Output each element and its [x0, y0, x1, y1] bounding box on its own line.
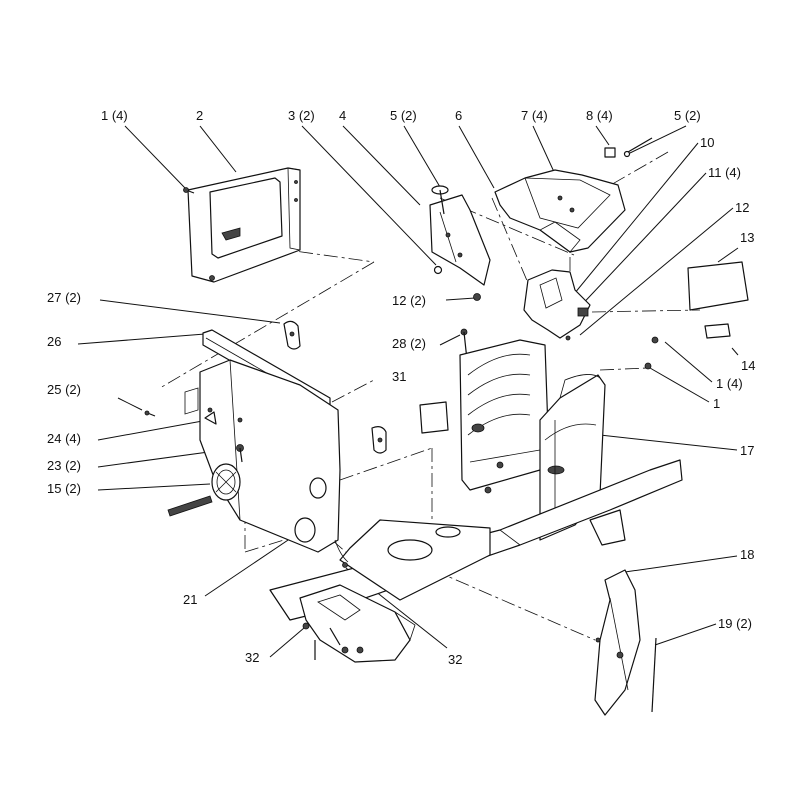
callout-24-4: 24 (4): [47, 431, 81, 446]
leader-11-4: [574, 172, 707, 313]
part-10-bracket: [523, 269, 591, 341]
leader-26: [77, 333, 206, 345]
phantom-line: [331, 379, 375, 403]
callout-21: 21: [183, 592, 197, 607]
part-8-clip: [604, 147, 616, 158]
callout-12-right: 12: [735, 200, 749, 215]
part-21-front-panel: [184, 359, 341, 553]
leader-5-2-left: [403, 125, 441, 188]
callout-13: 13: [740, 230, 754, 245]
part-15-cable: [167, 495, 213, 517]
leader-4: [342, 125, 421, 206]
part-14-decal: [704, 323, 731, 339]
leader-10: [564, 142, 699, 306]
leader-25-2: [117, 397, 143, 411]
part-27-bracket-lower: [371, 426, 387, 454]
part-27-bracket: [283, 320, 301, 350]
callout-2: 2: [196, 108, 203, 123]
phantom-line: [339, 447, 433, 481]
callout-labels: 1 (4) 2 3 (2) 4 5 (2) 6 7 (4) 8 (4) 5 (2…: [47, 108, 755, 667]
part-12-nut-left: [473, 293, 481, 301]
part-5-bolt-right: [623, 137, 653, 158]
part-5-bolt-left: [431, 185, 449, 215]
leader-1-right: [649, 367, 710, 403]
callout-6: 6: [455, 108, 462, 123]
callout-17: 17: [740, 443, 754, 458]
callout-28-2: 28 (2): [392, 336, 426, 351]
callout-32-left: 32: [245, 650, 259, 665]
leader-1-4-right: [664, 341, 713, 383]
part-23-bolt: [236, 444, 244, 463]
part-25-screw: [144, 410, 156, 417]
leader-27-2: [99, 299, 281, 324]
part-6-dash-tray: [494, 169, 626, 253]
leader-14: [731, 347, 739, 356]
dash-console: [459, 339, 549, 491]
leader-2: [199, 125, 237, 173]
part-13-decal: [687, 261, 749, 311]
phantom-line: [159, 261, 375, 389]
leader-8-4: [595, 125, 610, 146]
callout-5-2-left: 5 (2): [390, 108, 417, 123]
part-3-nut: [433, 265, 443, 275]
callout-1-4: 1 (4): [101, 108, 128, 123]
leader-15-2: [97, 483, 211, 491]
leader-28-2: [439, 334, 461, 346]
part-2-hood-panel: [187, 167, 301, 283]
callout-26: 26: [47, 334, 61, 349]
leader-24-4: [97, 419, 209, 441]
part-4-bracket: [429, 194, 491, 286]
leader-21: [204, 531, 301, 597]
callout-10: 10: [700, 135, 714, 150]
callout-8-4: 8 (4): [586, 108, 613, 123]
callout-25-2: 25 (2): [47, 382, 81, 397]
callout-14: 14: [741, 358, 755, 373]
callout-19-2: 19 (2): [718, 616, 752, 631]
part-31-decal: [419, 401, 449, 434]
leader-32-left: [269, 627, 305, 658]
callout-18: 18: [740, 547, 754, 562]
part-32-clip-left: [302, 622, 310, 630]
part-15-headlight: [211, 463, 241, 501]
part-32-clip-right: [334, 539, 349, 568]
part-1-screw-right: [644, 336, 659, 370]
callout-1-4-right: 1 (4): [716, 376, 743, 391]
callout-1-right: 1: [713, 396, 720, 411]
callout-11-4: 11 (4): [708, 165, 741, 180]
part-18-side-rail: [594, 569, 641, 716]
part-24-clip: [204, 411, 217, 425]
front-axle-assembly: [299, 584, 416, 663]
callout-32-right: 32: [448, 652, 462, 667]
part-19-decal-strip: [651, 637, 657, 713]
phantom-line: [591, 309, 701, 313]
callout-3-2: 3 (2): [288, 108, 315, 123]
phantom-line: [599, 367, 649, 371]
callout-12-2: 12 (2): [392, 293, 426, 308]
leader-18: [624, 555, 738, 573]
callout-27-2: 27 (2): [47, 290, 81, 305]
leader-19-2: [654, 623, 717, 646]
phantom-line: [491, 197, 529, 284]
callout-4: 4: [339, 108, 346, 123]
callout-23-2: 23 (2): [47, 458, 81, 473]
callout-15-2: 15 (2): [47, 481, 81, 496]
callout-5-2-right: 5 (2): [674, 108, 701, 123]
leader-1-4: [124, 125, 186, 189]
leader-3-2: [301, 125, 437, 266]
callout-7-4: 7 (4): [521, 108, 548, 123]
leader-12-right: [579, 207, 734, 336]
leader-12-2: [445, 297, 476, 301]
leader-5-2-right: [629, 125, 687, 154]
leader-13: [717, 247, 739, 263]
leader-17: [599, 434, 738, 451]
leader-6: [458, 125, 495, 189]
callout-31: 31: [392, 369, 406, 384]
part-1-screw: [183, 187, 195, 194]
